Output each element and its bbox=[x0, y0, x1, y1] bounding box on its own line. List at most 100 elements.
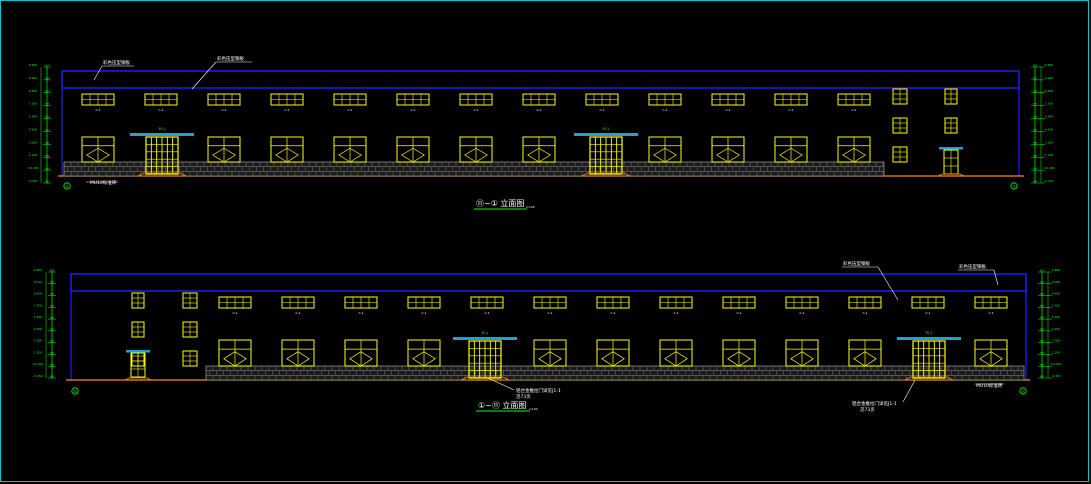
note-top-3: MU10标准砖 bbox=[90, 179, 117, 186]
tall-window bbox=[270, 136, 304, 163]
level-label: 1.200 bbox=[29, 153, 38, 157]
level-label: 9.800 bbox=[1045, 63, 1054, 67]
tall-window bbox=[722, 339, 756, 367]
tall-window bbox=[459, 136, 493, 163]
axis-bubble-bottom-right bbox=[1019, 387, 1027, 395]
band-window: C-1 bbox=[585, 93, 619, 112]
level-label: -0.450 bbox=[1051, 374, 1061, 378]
level-label: 1.200 bbox=[1052, 350, 1061, 354]
door-canopy bbox=[126, 350, 150, 353]
level-dimensions: 9.8009.0008.4007.2005.4004.2003.0001.200… bbox=[1031, 63, 1055, 184]
level-label: 7.200 bbox=[34, 303, 43, 307]
side-door bbox=[124, 350, 152, 381]
axis-top-right: ① bbox=[1012, 184, 1016, 189]
level-label: 9.000 bbox=[34, 280, 43, 284]
tall-window bbox=[711, 136, 745, 163]
tall-window bbox=[837, 136, 871, 163]
band-window: C-1 bbox=[470, 296, 504, 315]
door-tag: M-1 bbox=[926, 331, 933, 335]
door-ramp bbox=[904, 376, 954, 381]
main-door: M-1 bbox=[574, 127, 638, 177]
small-window bbox=[182, 321, 198, 338]
elevation-bottom: 9.800 9.000 8.400 7.200 5.400 4.200 3.000 1.200… bbox=[32, 268, 1062, 381]
window-tag: C-1 bbox=[221, 108, 226, 112]
door-step bbox=[124, 377, 152, 381]
level-label: 9.800 bbox=[29, 63, 38, 67]
level-label: 8.400 bbox=[29, 89, 38, 93]
tall-window bbox=[407, 339, 441, 367]
small-window bbox=[892, 146, 908, 163]
main-door: M-1 bbox=[453, 331, 517, 381]
band-window: C-1 bbox=[407, 296, 441, 315]
axis-bubble-top-left bbox=[63, 182, 71, 190]
door-tag: M-1 bbox=[603, 127, 610, 131]
window-tag: C-1 bbox=[421, 311, 426, 315]
level-label: 4.200 bbox=[34, 327, 43, 331]
tall-window bbox=[648, 136, 682, 163]
level-label: ±0.000 bbox=[1050, 362, 1061, 366]
callout-2-line2: 见73页 bbox=[860, 407, 875, 413]
tall-window bbox=[774, 136, 808, 163]
axis-top-left: ① bbox=[65, 184, 69, 189]
notes-top: 彩色压型钢板 彩色压型钢板 MU10标准砖 bbox=[86, 55, 252, 186]
band-window: C-1 bbox=[333, 93, 367, 112]
door-canopy bbox=[939, 147, 963, 150]
window-tag: C-1 bbox=[736, 311, 741, 315]
main-door: M-1 bbox=[897, 331, 961, 381]
window-tag: C-1 bbox=[925, 311, 930, 315]
level-label: 9.800 bbox=[34, 268, 43, 272]
window-tag: C-1 bbox=[547, 311, 552, 315]
notes-bottom: 彩色压型钢板 彩色压型钢板 MU10标准砖 铝合金推拉门详见J1-1 见73页 … bbox=[487, 260, 1004, 413]
level-label: 3.000 bbox=[34, 339, 43, 343]
note-top-2: 彩色压型钢板 bbox=[217, 55, 244, 62]
level-label: 5.400 bbox=[34, 315, 43, 319]
level-label: 4.200 bbox=[29, 127, 38, 131]
tall-window bbox=[81, 136, 115, 163]
band-window: C-1 bbox=[396, 93, 430, 112]
level-label: 7.200 bbox=[29, 102, 38, 106]
callout-2-line1: 铝合金推拉门详见J1-1 bbox=[852, 400, 897, 407]
tall-window bbox=[344, 339, 378, 367]
window-tag: C-1 bbox=[284, 108, 289, 112]
callout-1-line2: 见73页 bbox=[516, 394, 531, 400]
brick-plinth bbox=[63, 161, 885, 177]
band-window: C-1 bbox=[659, 296, 693, 315]
level-label: 9.000 bbox=[1052, 280, 1061, 284]
window-tag: C-1 bbox=[799, 311, 804, 315]
level-label: 7.200 bbox=[1052, 303, 1061, 307]
small-window bbox=[131, 321, 145, 338]
level-dimensions: 9.8009.0008.4007.2005.4004.2003.0001.200… bbox=[1038, 268, 1062, 379]
band-window: C-1 bbox=[648, 93, 682, 112]
window-tag: C-1 bbox=[610, 311, 615, 315]
small-window bbox=[131, 292, 145, 309]
window-tag: C-1 bbox=[988, 311, 993, 315]
door-canopy bbox=[130, 133, 194, 136]
level-label: 8.400 bbox=[1052, 292, 1061, 296]
band-window: C-1 bbox=[218, 296, 252, 315]
band-window: C-1 bbox=[974, 296, 1008, 315]
level-label: 8.400 bbox=[1045, 89, 1054, 93]
title-bottom: ①~⑪ 立面图 1:100 bbox=[476, 400, 538, 412]
tall-window bbox=[218, 339, 252, 367]
level-label: ±0.000 bbox=[27, 166, 38, 170]
window-tag: C-1 bbox=[295, 311, 300, 315]
main-door: M-1 bbox=[130, 127, 194, 177]
band-window: C-1 bbox=[596, 296, 630, 315]
door-tag: M-1 bbox=[159, 127, 166, 131]
small-window bbox=[892, 88, 908, 105]
tall-window bbox=[281, 339, 315, 367]
door-ramp bbox=[581, 172, 631, 177]
title-top-text: ⑪~① 立面图 bbox=[476, 198, 524, 208]
band-window: C-1 bbox=[281, 296, 315, 315]
band-window: C-1 bbox=[722, 296, 756, 315]
title-bottom-text: ①~⑪ 立面图 bbox=[478, 400, 526, 410]
note-bottom-1: 彩色压型钢板 bbox=[843, 260, 870, 267]
level-label: 4.200 bbox=[1045, 127, 1054, 131]
elevation-top: 9.8009.0008.4007.2005.4004.2003.0001.200… bbox=[27, 63, 1055, 184]
window-tag: C-1 bbox=[232, 311, 237, 315]
band-window: C-1 bbox=[837, 93, 871, 112]
level-label: 5.400 bbox=[29, 115, 38, 119]
note-bottom-2: 彩色压型钢板 bbox=[959, 263, 986, 270]
level-dimensions: 9.8009.0008.4007.2005.4004.2003.0001.200… bbox=[27, 63, 51, 184]
